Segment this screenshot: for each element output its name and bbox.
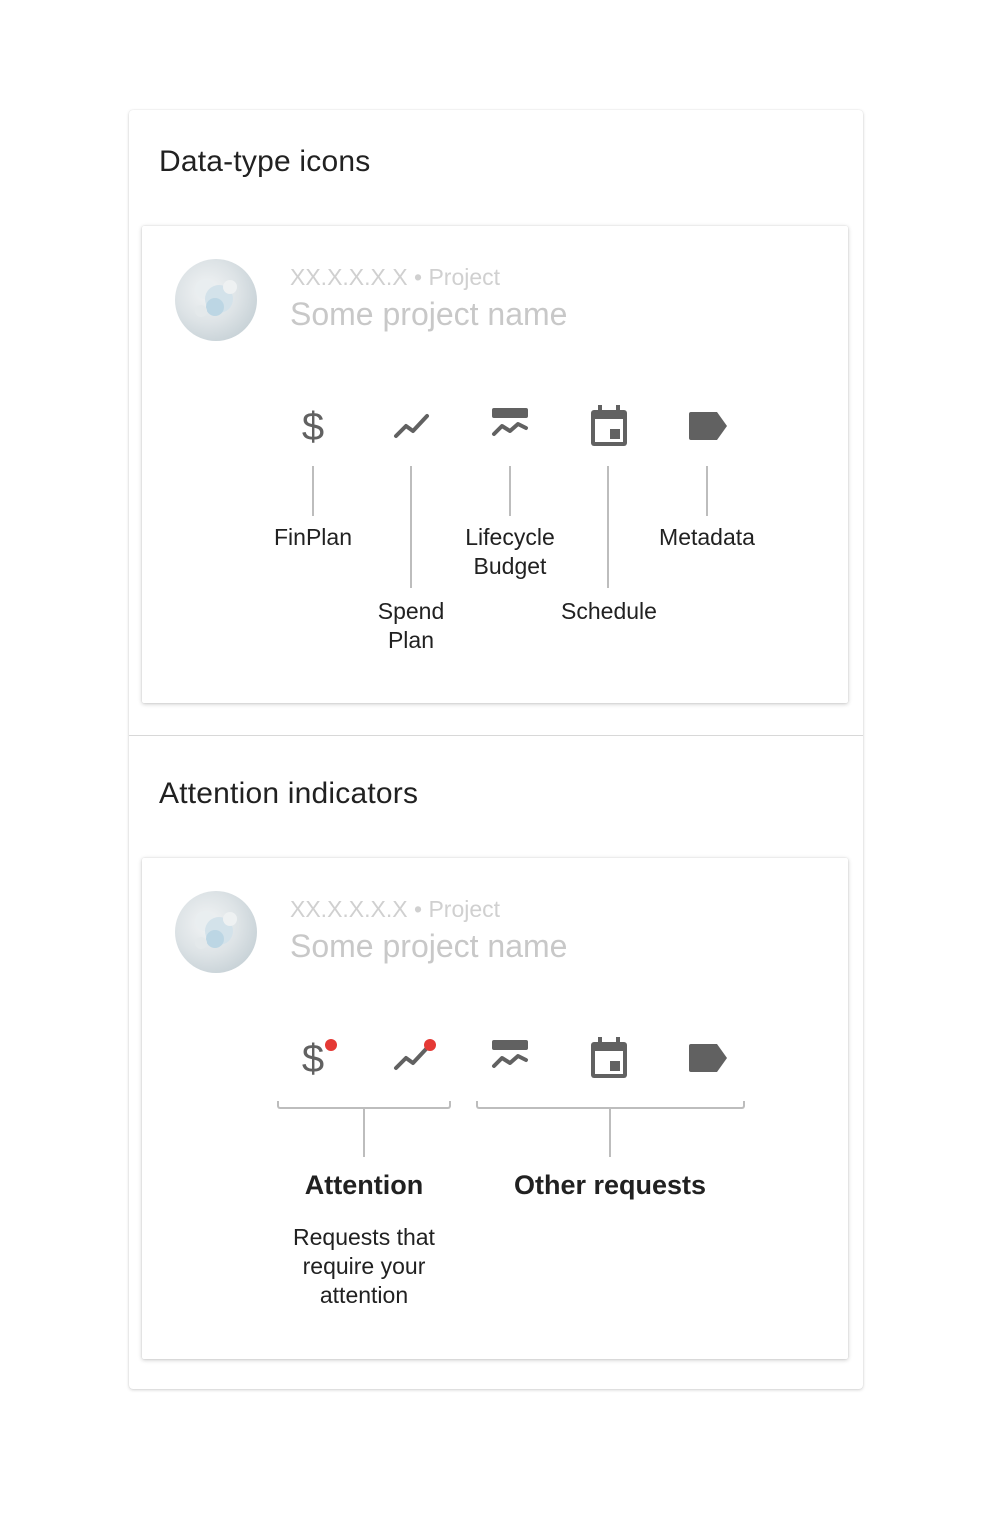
section-title-attention: Attention indicators <box>159 777 419 810</box>
tag-icon <box>683 402 731 450</box>
section-divider <box>129 735 863 736</box>
calendar-icon[interactable] <box>585 1034 633 1082</box>
connector-lifecycle-budget <box>509 466 511 516</box>
lifecycle-budget-icon <box>486 402 534 450</box>
label-other-requests: Other requests <box>513 1170 707 1200</box>
description-attention: Requests that require your attention <box>293 1224 435 1308</box>
dollar-icon: $ <box>289 402 337 450</box>
connector-schedule <box>607 466 609 588</box>
outer-card: Data-type icons XX.X.X.X.X • Project Som… <box>129 110 863 1389</box>
section-title-data-types: Data-type icons <box>159 145 371 178</box>
connector-metadata <box>706 466 708 516</box>
project-avatar <box>175 891 257 973</box>
project-meta: XX.X.X.X.X • Project <box>290 896 501 922</box>
project-meta: XX.X.X.X.X • Project <box>290 264 501 290</box>
attention-dot-finplan <box>325 1039 337 1051</box>
attention-dot-spend-plan <box>424 1039 436 1051</box>
lifecycle-budget-icon[interactable] <box>486 1034 534 1082</box>
tag-icon[interactable] <box>683 1034 731 1082</box>
svg-text:$: $ <box>302 405 324 449</box>
project-card-data-types[interactable]: XX.X.X.X.X • Project Some project name $… <box>142 226 848 703</box>
dollar-icon[interactable]: $ <box>289 1034 337 1082</box>
label-attention: Attention <box>304 1170 424 1200</box>
bracket-other-requests <box>476 1101 745 1109</box>
connector-other-requests <box>609 1109 611 1157</box>
connector-attention <box>363 1109 365 1157</box>
project-avatar <box>175 259 257 341</box>
label-schedule: Schedule <box>561 598 657 624</box>
calendar-icon <box>585 402 633 450</box>
project-name: Some project name <box>290 928 568 964</box>
svg-text:$: $ <box>302 1037 324 1081</box>
bracket-attention <box>277 1101 451 1109</box>
label-finplan: FinPlan <box>274 524 352 550</box>
project-card-attention[interactable]: XX.X.X.X.X • Project Some project name $ <box>142 858 848 1359</box>
connector-spend-plan <box>410 466 412 588</box>
label-spend-plan: Spend Plan <box>377 598 445 653</box>
connector-finplan <box>312 466 314 516</box>
project-name: Some project name <box>290 296 568 332</box>
trending-line-icon <box>388 402 436 450</box>
label-lifecycle-budget: Lifecycle Budget <box>465 524 555 579</box>
trending-line-icon[interactable] <box>388 1034 436 1082</box>
label-metadata: Metadata <box>659 524 755 550</box>
